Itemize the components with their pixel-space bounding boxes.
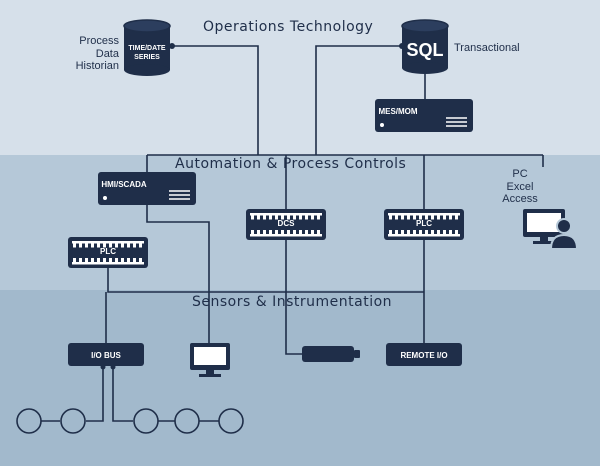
remote-io-label: REMOTE I/O (400, 351, 447, 360)
dcs-sensor-link (285, 240, 302, 355)
terminal-strip-icon (72, 241, 144, 265)
terminal-strip-icon (250, 213, 322, 237)
terminal-strip-icon (388, 213, 460, 237)
plc-right-label: PLC (416, 219, 432, 228)
port-icon (110, 364, 116, 370)
zone-title-automation-process-controls: Automation & Process Controls (175, 156, 407, 172)
iobus-left-link (86, 366, 104, 422)
remote-io-device[interactable]: REMOTE I/O (386, 343, 462, 366)
circle-device-icon[interactable] (133, 408, 159, 434)
field-device-group (16, 408, 244, 434)
label-line: Process (79, 35, 119, 47)
sql-link (315, 45, 402, 155)
label-line: Excel (506, 180, 534, 193)
status-led-icon (380, 123, 384, 127)
ot-zone (0, 0, 600, 155)
label-line: Historian (75, 60, 119, 72)
hmi-monitor-link (146, 205, 210, 343)
zone-title-operations-technology: Operations Technology (203, 19, 374, 35)
circle-device-icon[interactable] (60, 408, 86, 434)
circle-device-icon[interactable] (16, 408, 42, 434)
label-line: PC (512, 168, 528, 180)
historian-link (172, 45, 259, 155)
io-bus-label: I/O BUS (91, 351, 121, 360)
pc-user-icon[interactable] (523, 209, 579, 250)
database-icon (123, 19, 175, 76)
database-icon (399, 19, 449, 74)
status-led-icon (103, 196, 107, 200)
circle-device-icon[interactable] (174, 408, 200, 434)
hmi-scada-device[interactable]: HMI/SCADA (98, 172, 196, 205)
process-data-historian-label: Process Data Historian (72, 35, 119, 73)
pc-excel-access-label: PC Excel Access (500, 168, 540, 206)
historian-db-line1: TIME/DATE (128, 45, 166, 52)
sensor-capsule-icon[interactable] (302, 346, 360, 362)
plc-left-label: PLC (100, 247, 116, 256)
port-icon (100, 364, 106, 370)
mes-mom-label: MES/MOM (378, 107, 417, 116)
zone-title-sensors-instrumentation: Sensors & Instrumentation (192, 294, 393, 310)
circle-device-icon[interactable] (218, 408, 244, 434)
io-bus-device[interactable]: I/O BUS (68, 343, 144, 370)
hmi-scada-label: HMI/SCADA (101, 180, 147, 189)
transactional-label: Transactional (454, 42, 520, 54)
historian-db-line2: SERIES (134, 54, 160, 61)
dcs-label: DCS (278, 219, 296, 228)
sql-db-label: SQL (406, 40, 443, 60)
iobus-right-link (112, 366, 133, 422)
historian-database[interactable]: TIME/DATE SERIES (123, 19, 175, 76)
label-line: Data (95, 47, 119, 60)
sql-database[interactable]: SQL (399, 19, 449, 74)
plc-left-device[interactable]: PLC (68, 237, 148, 268)
mes-mom-device[interactable]: MES/MOM (375, 99, 473, 132)
sensors-zone (0, 290, 600, 466)
monitor-icon[interactable] (190, 343, 230, 377)
dcs-device[interactable]: DCS (246, 209, 326, 240)
plc-right-device[interactable]: PLC (384, 209, 464, 240)
vent-icon (446, 117, 467, 127)
field-bus (107, 268, 424, 293)
connection-lines (41, 45, 544, 422)
label-line: Access (502, 193, 538, 205)
vent-icon (169, 190, 190, 200)
